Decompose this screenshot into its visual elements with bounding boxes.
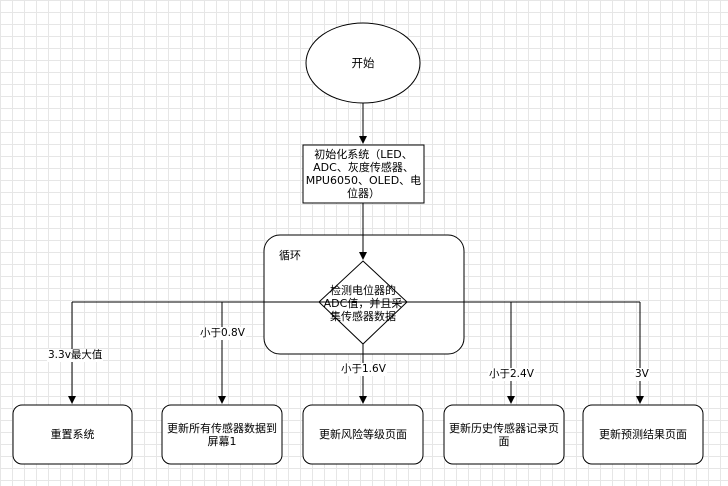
edge-label-lt24: 小于2.4V <box>488 368 535 381</box>
edge-label-lt08: 小于0.8V <box>199 327 246 340</box>
edge-label-max: 3.3v最大值 <box>47 349 104 362</box>
decision-label: 检测电位器的ADC值，并且采集传感器数据 <box>323 283 403 323</box>
update-risk-label: 更新风险等级页面 <box>319 428 407 441</box>
reset-node[interactable] <box>12 404 133 465</box>
start-label: 开始 <box>351 55 375 70</box>
loop-label: 循环 <box>279 248 301 262</box>
reset-label: 重置系统 <box>50 428 95 441</box>
update-all-node[interactable] <box>161 404 283 465</box>
update-risk-node[interactable] <box>302 404 424 465</box>
update-predict-node[interactable] <box>582 404 704 465</box>
update-history-label: 更新历史传感器记录页面 <box>449 421 559 448</box>
update-predict-label: 更新预测结果页面 <box>599 428 687 441</box>
init-label: 初始化系统（LED、ADC、灰度传感器、MPU6050、OLED、电位器） <box>305 148 422 200</box>
init-node[interactable] <box>302 144 425 204</box>
update-all-label: 更新所有传感器数据到屏幕1 <box>167 421 277 448</box>
update-history-node[interactable] <box>443 404 565 465</box>
edge-label-3v: 3V <box>634 368 650 381</box>
edge-label-lt16: 小于1.6V <box>340 363 387 376</box>
